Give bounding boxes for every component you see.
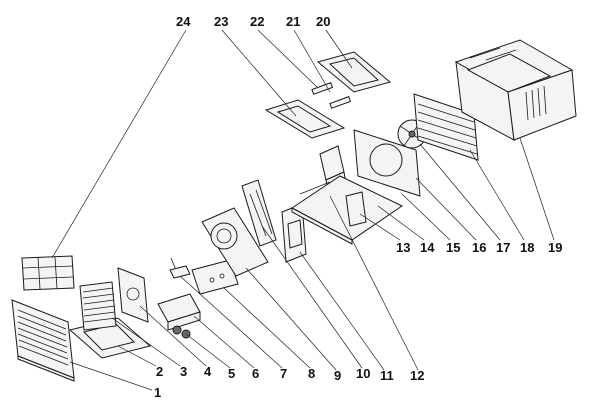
callout-11: 11	[380, 368, 394, 383]
leader-23	[221, 29, 297, 117]
leader-24	[51, 29, 187, 259]
part-support-rods	[311, 82, 352, 109]
callout-23: 23	[214, 14, 228, 29]
leader-7	[179, 275, 283, 369]
callout-7: 7	[280, 366, 287, 381]
leader-15	[401, 193, 451, 241]
part-outer-cabinet	[454, 39, 577, 141]
callout-labels: 1 2 3 4 5 6 7 8 9 10 11 12 13 14 15 16 1…	[154, 14, 562, 400]
callout-24: 24	[176, 14, 191, 29]
callout-5: 5	[228, 366, 235, 381]
leader-17	[419, 143, 501, 241]
part-blower-housing	[201, 207, 269, 277]
part-control-box	[157, 293, 201, 331]
callout-2: 2	[156, 364, 163, 379]
part-condenser-shroud	[353, 129, 421, 197]
leader-1	[69, 361, 153, 391]
callout-9: 9	[334, 368, 341, 383]
part-upper-panel	[264, 99, 346, 139]
leader-8	[223, 287, 311, 369]
callout-15: 15	[446, 240, 460, 255]
callout-8: 8	[308, 366, 315, 381]
leader-4	[139, 305, 207, 367]
leader-12	[329, 195, 419, 371]
part-motor-mount-plate	[281, 203, 307, 263]
callout-17: 17	[496, 240, 510, 255]
callout-4: 4	[204, 364, 212, 379]
leader-16	[415, 177, 477, 241]
part-divider-bracket	[241, 179, 277, 247]
part-control-knobs	[172, 325, 191, 339]
part-mounting-plate	[117, 267, 149, 323]
leader-19	[519, 137, 555, 241]
part-air-filter	[21, 255, 75, 291]
callout-14: 14	[420, 240, 435, 255]
leader-2	[117, 345, 157, 367]
leader-5	[185, 333, 231, 369]
leader-9	[245, 267, 337, 371]
callout-3: 3	[180, 364, 187, 379]
callout-13: 13	[396, 240, 410, 255]
leader-22	[257, 29, 319, 89]
callout-19: 19	[548, 240, 562, 255]
part-base-pan	[291, 175, 403, 245]
part-electrical-bracket	[191, 259, 239, 295]
leader-13	[359, 213, 401, 241]
leader-18	[469, 149, 525, 241]
callout-22: 22	[250, 14, 264, 29]
callout-1: 1	[154, 385, 161, 400]
part-front-grille	[11, 299, 75, 382]
leader-14	[377, 205, 425, 241]
leader-6	[193, 315, 255, 369]
callout-21: 21	[286, 14, 300, 29]
part-evaporator-coil	[79, 281, 117, 331]
leader-lines	[51, 29, 555, 391]
leader-3	[111, 317, 181, 367]
callout-20: 20	[316, 14, 330, 29]
callout-6: 6	[252, 366, 259, 381]
part-top-cover	[316, 51, 392, 93]
callout-16: 16	[472, 240, 486, 255]
leader-21	[293, 29, 331, 93]
part-thermostat	[169, 257, 191, 279]
leader-20	[325, 29, 353, 69]
callout-12: 12	[410, 368, 424, 383]
leader-10	[261, 225, 363, 369]
callout-18: 18	[520, 240, 534, 255]
callout-10: 10	[356, 366, 370, 381]
leader-11	[299, 251, 385, 371]
